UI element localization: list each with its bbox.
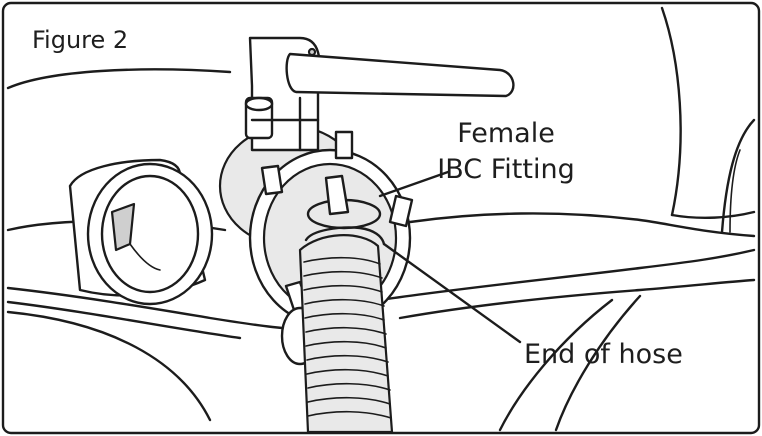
fitting-lug-right bbox=[388, 194, 414, 228]
side-outlet-pipe bbox=[68, 158, 214, 306]
hose bbox=[298, 174, 394, 434]
hose-end-label: End of hose bbox=[524, 339, 683, 370]
figure-label: Figure 2 bbox=[32, 26, 128, 54]
fitting-lug-left bbox=[260, 164, 284, 196]
hose-end-rim bbox=[304, 226, 386, 246]
clip-tab bbox=[324, 174, 350, 216]
hose-leader-line bbox=[382, 242, 522, 344]
fitting-label-line1: Female bbox=[457, 118, 555, 149]
fitting-label-line2: IBC Fitting bbox=[437, 154, 574, 185]
fitting-leader-line bbox=[378, 170, 450, 198]
fitting-lug-top bbox=[334, 130, 354, 160]
valve-handle bbox=[285, 52, 515, 98]
cage-base-rail bbox=[6, 248, 756, 432]
